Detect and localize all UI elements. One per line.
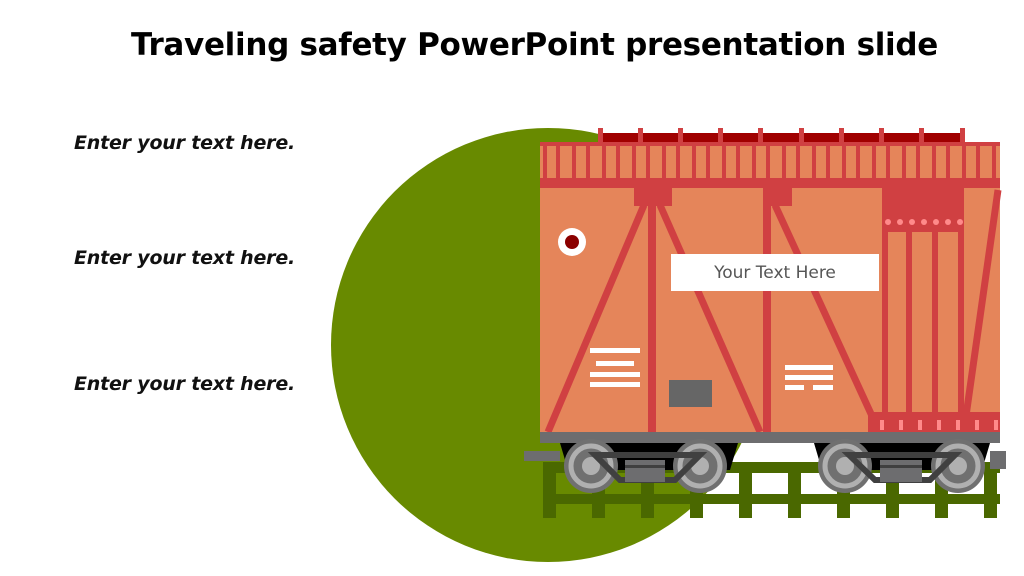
text-placeholder-3[interactable]: Enter your text here. bbox=[74, 373, 296, 395]
wheel-bogie-front bbox=[564, 439, 727, 493]
text-placeholder-2[interactable]: Enter your text here. bbox=[74, 247, 296, 269]
wheel-bogie-rear bbox=[818, 439, 985, 493]
chassis-bar bbox=[540, 432, 1000, 443]
porthole-icon bbox=[558, 228, 586, 256]
rivets bbox=[880, 219, 998, 430]
roof-slats bbox=[540, 142, 1000, 188]
stripe-marks bbox=[590, 348, 833, 390]
text-placeholder-1[interactable]: Enter your text here. bbox=[74, 132, 296, 154]
car-label-textbox[interactable]: Your Text Here bbox=[671, 254, 879, 291]
gray-plate bbox=[669, 380, 712, 407]
roof-rail bbox=[598, 128, 965, 143]
slide-title: Traveling safety PowerPoint presentation… bbox=[131, 27, 938, 63]
